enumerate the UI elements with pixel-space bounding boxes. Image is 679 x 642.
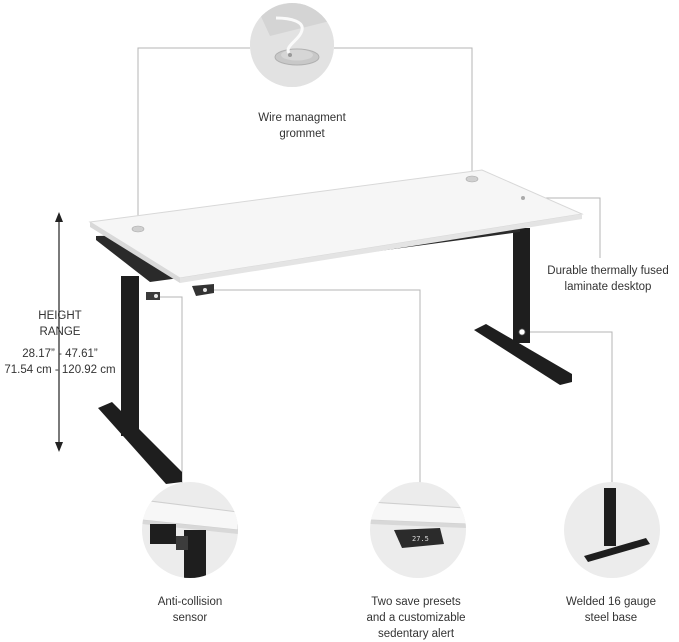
presets-detail-circle: 27.5 [370,482,466,578]
grommet-label-line2: grommet [279,128,325,140]
grommet-callout-line [137,47,250,228]
desktop-side-edge [180,214,582,283]
front-leg [121,276,139,436]
presets-label-line3: sedentary alert [377,628,455,640]
anti-collision-label: Anti-collision sensor [130,594,250,626]
height-title-line2: RANGE [39,326,81,338]
height-range-label: HEIGHT RANGE 28.17” - 47.61” 71.54 cm - … [0,308,120,378]
laminate-label-line2: laminate desktop [564,281,652,293]
presets-label: Two save presets and a customizable sede… [346,594,486,642]
desktop-front-edge [90,222,180,283]
presets-label-line1: Two save presets [371,596,461,608]
back-foot [474,324,572,385]
laminate-callout-line [523,197,601,258]
anti-collision-label-line1: Anti-collision [157,596,223,608]
base-label-line2: steel base [584,612,638,624]
grommet-label: Wire managment grommet [232,110,372,142]
height-title-line1: HEIGHT [38,310,82,322]
back-leg [513,228,530,343]
callout-lines [137,47,613,484]
laminate-label-line1: Durable thermally fused [547,265,669,277]
height-inches: 28.17” - 47.61” [22,348,98,360]
height-cm: 71.54 cm - 120.92 cm [4,364,116,376]
grommet-callout-line-right [334,47,473,178]
base-label: Welded 16 gauge steel base [546,594,676,626]
grommet-right [465,175,479,183]
base-callout-line [522,331,613,484]
base-detail-circle [564,482,660,578]
anti-collision-callout-line [156,296,183,484]
grommet-label-line1: Wire managment [258,112,346,124]
front-foot [98,402,182,484]
grommet-detail-circle [250,3,334,87]
anti-collision-label-line2: sensor [172,612,208,624]
grommet-left [131,225,145,233]
anti-collision-detail-circle [142,482,238,578]
laminate-label: Durable thermally fused laminate desktop [538,263,678,295]
height-range-arrow [55,212,63,452]
anti-collision-sensor [146,292,160,300]
presets-callout-line [206,289,421,484]
desktop-top [88,169,584,279]
base-label-line1: Welded 16 gauge [566,596,656,608]
desk [88,169,584,484]
presets-label-line2: and a customizable [366,612,466,624]
keypad-display: 27.5 [412,535,429,543]
